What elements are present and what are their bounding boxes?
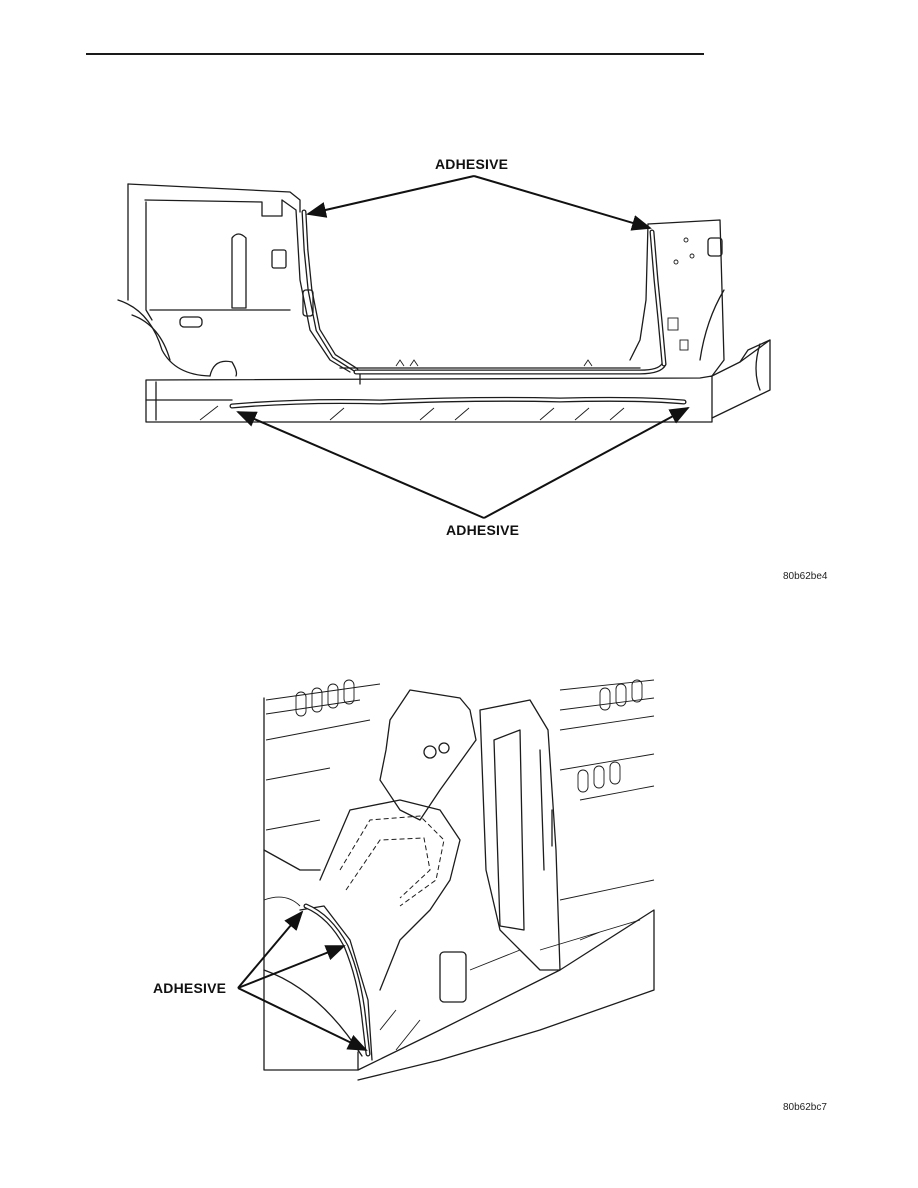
- figure-quarter-inner: ADHESIVE 80b62bc7: [0, 670, 918, 1120]
- adhesive-label-bottom: ADHESIVE: [446, 522, 520, 538]
- header-rule: [86, 53, 704, 55]
- adhesive-label-side: ADHESIVE: [153, 980, 227, 996]
- side-aperture-drawing: [117, 175, 771, 519]
- adhesive-label-top: ADHESIVE: [435, 156, 509, 172]
- quarter-inner-drawing: [237, 679, 655, 1081]
- figure-code: 80b62bc7: [783, 1102, 827, 1113]
- figure-side-aperture: ADHESIVE ADHESIVE 80b62be4: [0, 140, 918, 582]
- figure-code: 80b62be4: [783, 571, 828, 582]
